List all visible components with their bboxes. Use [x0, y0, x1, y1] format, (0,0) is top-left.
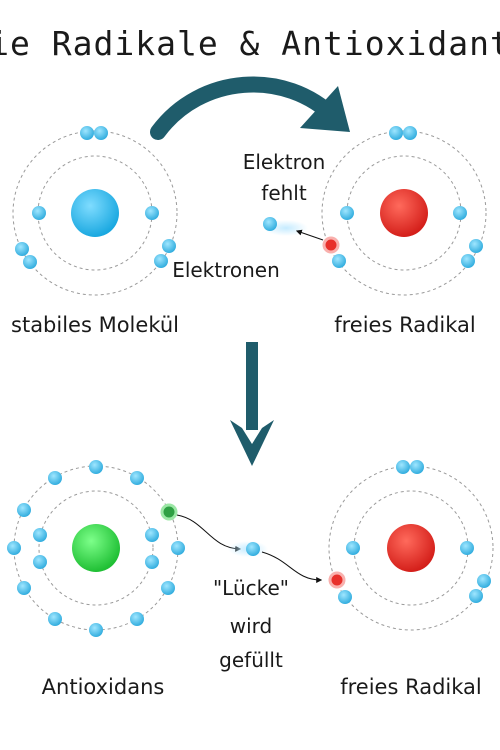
- electron-donated: [160, 503, 178, 521]
- electron: [130, 612, 144, 626]
- electron: [403, 126, 417, 140]
- electron: [48, 471, 62, 485]
- missing-electron-slot: [328, 571, 346, 589]
- electron: [15, 242, 29, 256]
- electron: [469, 589, 483, 603]
- nucleus-green: [72, 524, 120, 572]
- annotation-electrons: Elektronen: [172, 258, 280, 282]
- electron: [477, 574, 491, 588]
- annotation-gap-1: "Lücke": [213, 576, 289, 600]
- label-stable-molecule: stabiles Molekül: [11, 313, 179, 337]
- electron: [23, 255, 37, 269]
- annotation-electron-missing-2: fehlt: [261, 181, 307, 205]
- electron: [332, 254, 346, 268]
- electron: [48, 612, 62, 626]
- electron: [89, 460, 103, 474]
- diagram-title: Freie Radikale & Antioxidantien: [0, 24, 500, 63]
- missing-electron-slot: [322, 236, 340, 254]
- free-radical-bottom: [328, 460, 494, 631]
- free-radical-top: [263, 126, 487, 296]
- annotation-gap-3: gefüllt: [219, 648, 283, 672]
- curved-arrow: [150, 76, 350, 140]
- electron: [89, 623, 103, 637]
- electron: [338, 590, 352, 604]
- electron: [453, 206, 467, 220]
- electron: [145, 206, 159, 220]
- nucleus-red: [387, 524, 435, 572]
- nucleus-red: [380, 189, 428, 237]
- electron: [389, 126, 403, 140]
- electron: [130, 471, 144, 485]
- electron: [145, 555, 159, 569]
- free-electron: [246, 542, 260, 556]
- label-free-radical-top: freies Radikal: [334, 313, 476, 337]
- electron: [33, 528, 47, 542]
- label-free-radical-bottom: freies Radikal: [340, 675, 482, 699]
- label-antioxidant: Antioxidans: [42, 675, 165, 699]
- electron: [80, 126, 94, 140]
- stable-molecule: [12, 126, 178, 296]
- electron: [346, 541, 360, 555]
- electron: [7, 541, 21, 555]
- down-arrow: [230, 342, 274, 466]
- electron: [340, 206, 354, 220]
- electron: [145, 528, 159, 542]
- orbit-inner: [38, 490, 154, 606]
- annotation-gap-2: wird: [230, 614, 272, 638]
- nucleus-blue: [71, 189, 119, 237]
- pointer-arrow: [295, 229, 324, 241]
- electron: [171, 541, 185, 555]
- electron: [461, 254, 475, 268]
- annotation-electron-missing-1: Elektron: [243, 150, 326, 174]
- electron: [396, 460, 410, 474]
- pointer-arrow: [261, 551, 323, 583]
- free-electron: [263, 217, 277, 231]
- electron: [94, 126, 108, 140]
- electron: [162, 239, 176, 253]
- electron-transfer: [176, 514, 323, 583]
- electron: [154, 254, 168, 268]
- electron: [460, 541, 474, 555]
- pointer-arrow: [176, 514, 242, 552]
- electron: [17, 581, 31, 595]
- electron: [469, 239, 483, 253]
- antioxidant: [7, 460, 185, 637]
- electron: [33, 555, 47, 569]
- electron: [161, 581, 175, 595]
- electron: [410, 460, 424, 474]
- electron: [32, 206, 46, 220]
- electron: [17, 503, 31, 517]
